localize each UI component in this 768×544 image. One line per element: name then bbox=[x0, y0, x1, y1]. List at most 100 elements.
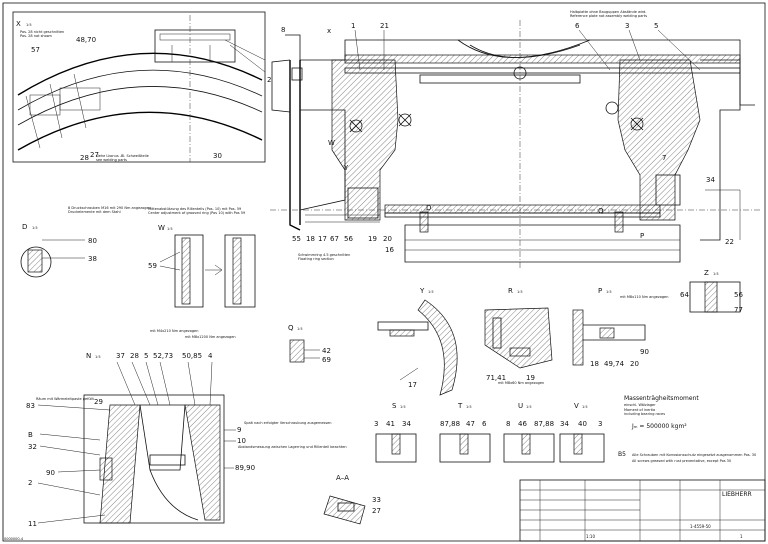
view-t: T 1:5 87,88 47 6 bbox=[439, 402, 491, 463]
view-y: Y 1:5 17 bbox=[377, 287, 458, 396]
svg-text:U: U bbox=[518, 402, 523, 410]
svg-text:see welding parts: see welding parts bbox=[96, 158, 127, 162]
svg-text:Spalt nach erfolgter Verschrau: Spalt nach erfolgter Verschraubung ausge… bbox=[244, 421, 332, 425]
svg-text:Mittenabstützung des Rillentei: Mittenabstützung des Rillenteils (Pos. 1… bbox=[148, 207, 241, 211]
svg-text:1:5: 1:5 bbox=[466, 405, 472, 409]
svg-text:67: 67 bbox=[330, 235, 339, 243]
svg-text:3: 3 bbox=[374, 420, 378, 428]
svg-text:27: 27 bbox=[90, 151, 99, 159]
svg-text:7: 7 bbox=[662, 154, 666, 162]
view-n: N 1:5 37 28 5 52,73 50,85 4 mit M4x210 N… bbox=[26, 329, 347, 528]
svg-text:5: 5 bbox=[654, 22, 658, 30]
svg-text:1:5: 1:5 bbox=[167, 227, 173, 231]
view-x: X 1:5 Pos. 28 nicht geschnitten Pos. 28 … bbox=[12, 11, 266, 163]
svg-text:8: 8 bbox=[281, 26, 285, 34]
svg-text:D: D bbox=[426, 204, 431, 212]
svg-text:N: N bbox=[86, 352, 91, 360]
svg-text:Q: Q bbox=[598, 207, 604, 215]
moment-of-inertia-note: Massenträgheitsmoment einschl. Wälzlager… bbox=[624, 395, 699, 430]
title-block-scale: 1:10 bbox=[586, 534, 595, 539]
svg-text:1:5: 1:5 bbox=[428, 290, 434, 294]
svg-text:Moment of inertia: Moment of inertia bbox=[624, 408, 655, 412]
svg-text:49,74: 49,74 bbox=[604, 360, 625, 368]
svg-text:W: W bbox=[328, 139, 335, 147]
svg-text:R: R bbox=[508, 287, 513, 295]
svg-text:Z: Z bbox=[704, 269, 709, 277]
svg-text:90: 90 bbox=[46, 469, 55, 477]
svg-text:B5: B5 bbox=[618, 451, 626, 458]
view-x-label: X bbox=[16, 20, 21, 28]
svg-text:Floating ring section: Floating ring section bbox=[298, 257, 334, 261]
svg-text:8 Druckschrauben M16 mit 290 N: 8 Druckschrauben M16 mit 290 Nm angezoge… bbox=[68, 206, 151, 210]
svg-text:56: 56 bbox=[344, 235, 353, 243]
svg-text:20: 20 bbox=[630, 360, 639, 368]
svg-text:19: 19 bbox=[368, 235, 377, 243]
svg-text:Pos. 28 not shown: Pos. 28 not shown bbox=[20, 34, 52, 38]
svg-text:46: 46 bbox=[518, 420, 527, 428]
svg-text:10: 10 bbox=[237, 437, 246, 445]
svg-text:All screws greased with rust p: All screws greased with rust preventativ… bbox=[632, 459, 731, 463]
svg-text:34: 34 bbox=[706, 176, 715, 184]
svg-text:22: 22 bbox=[725, 238, 734, 246]
svg-text:27: 27 bbox=[372, 507, 381, 515]
svg-text:2: 2 bbox=[267, 76, 271, 84]
svg-text:20: 20 bbox=[383, 235, 392, 243]
svg-text:3: 3 bbox=[598, 420, 602, 428]
svg-text:32: 32 bbox=[28, 443, 37, 451]
view-r: R 1:5 71,41 19 mit M8x60 Nm angezogen bbox=[484, 287, 553, 385]
svg-text:28: 28 bbox=[80, 154, 89, 162]
svg-text:52,73: 52,73 bbox=[153, 352, 173, 360]
svg-text:21: 21 bbox=[380, 22, 389, 30]
svg-text:40: 40 bbox=[578, 420, 587, 428]
svg-text:37: 37 bbox=[116, 352, 125, 360]
svg-text:9: 9 bbox=[237, 426, 241, 434]
svg-text:2: 2 bbox=[28, 479, 32, 487]
svg-text:29: 29 bbox=[94, 398, 103, 406]
svg-text:mit M8x1200 Nm angezogen: mit M8x1200 Nm angezogen bbox=[185, 335, 236, 339]
svg-text:Pos. 28 nicht geschnitten: Pos. 28 nicht geschnitten bbox=[20, 30, 64, 34]
svg-text:89,90: 89,90 bbox=[235, 464, 255, 472]
svg-text:Y: Y bbox=[419, 287, 425, 295]
svg-text:Räum mit Wärmeleitpaste gefüll: Räum mit Wärmeleitpaste gefüllt bbox=[36, 397, 94, 401]
svg-text:mit M8x110 Nm angezogen: mit M8x110 Nm angezogen bbox=[620, 295, 668, 299]
svg-text:including bearing races: including bearing races bbox=[624, 412, 665, 416]
view-v: V 1:5 34 40 3 bbox=[559, 402, 605, 463]
svg-text:19: 19 bbox=[526, 374, 535, 382]
svg-text:P: P bbox=[640, 232, 644, 240]
svg-text:1:5: 1:5 bbox=[606, 290, 612, 294]
svg-text:1:5: 1:5 bbox=[517, 290, 523, 294]
svg-text:11: 11 bbox=[28, 520, 37, 528]
svg-text:77: 77 bbox=[734, 306, 743, 314]
svg-text:Jₘ = 500000 kgm²: Jₘ = 500000 kgm² bbox=[631, 423, 687, 430]
svg-text:47: 47 bbox=[466, 420, 475, 428]
svg-text:Q: Q bbox=[288, 324, 294, 332]
svg-text:mit M4x210 Nm angezogen: mit M4x210 Nm angezogen bbox=[150, 329, 198, 333]
svg-text:18: 18 bbox=[590, 360, 599, 368]
svg-text:Massenträgheitsmoment: Massenträgheitsmoment bbox=[624, 395, 699, 402]
svg-text:1:5: 1:5 bbox=[400, 405, 406, 409]
svg-text:87,88: 87,88 bbox=[534, 420, 554, 428]
svg-text:W: W bbox=[158, 224, 165, 232]
svg-text:Schwimmring 4.5 geschnitten: Schwimmring 4.5 geschnitten bbox=[298, 253, 350, 257]
svg-text:T: T bbox=[457, 402, 463, 410]
svg-text:einschl. Wälzlager: einschl. Wälzlager bbox=[624, 403, 656, 407]
svg-text:38: 38 bbox=[88, 255, 97, 263]
svg-text:1:5: 1:5 bbox=[526, 405, 532, 409]
svg-text:Alle Schrauben mit Korrosionss: Alle Schrauben mit Korrosionsschutz eing… bbox=[632, 453, 756, 457]
svg-text:34: 34 bbox=[402, 420, 411, 428]
svg-text:1:5: 1:5 bbox=[32, 226, 38, 230]
view-u: U 1:5 8 46 87,88 bbox=[503, 402, 555, 463]
svg-text:B: B bbox=[28, 431, 33, 439]
svg-text:siehe Lkonus -Bl. Schweißteile: siehe Lkonus -Bl. Schweißteile bbox=[96, 154, 149, 158]
svg-text:1:5: 1:5 bbox=[713, 272, 719, 276]
title-block: LIEBHERR 1-4559-50 1:10 1 bbox=[519, 479, 766, 542]
svg-text:1:5: 1:5 bbox=[26, 23, 32, 27]
view-z: Z 1:5 64 56 77 bbox=[680, 269, 743, 314]
svg-text:17: 17 bbox=[408, 381, 417, 389]
svg-text:69: 69 bbox=[322, 356, 331, 364]
svg-text:87,88: 87,88 bbox=[440, 420, 460, 428]
svg-text:1:5: 1:5 bbox=[297, 327, 303, 331]
svg-text:71,41: 71,41 bbox=[486, 374, 506, 382]
svg-text:1:5: 1:5 bbox=[582, 405, 588, 409]
svg-text:83: 83 bbox=[26, 402, 35, 410]
